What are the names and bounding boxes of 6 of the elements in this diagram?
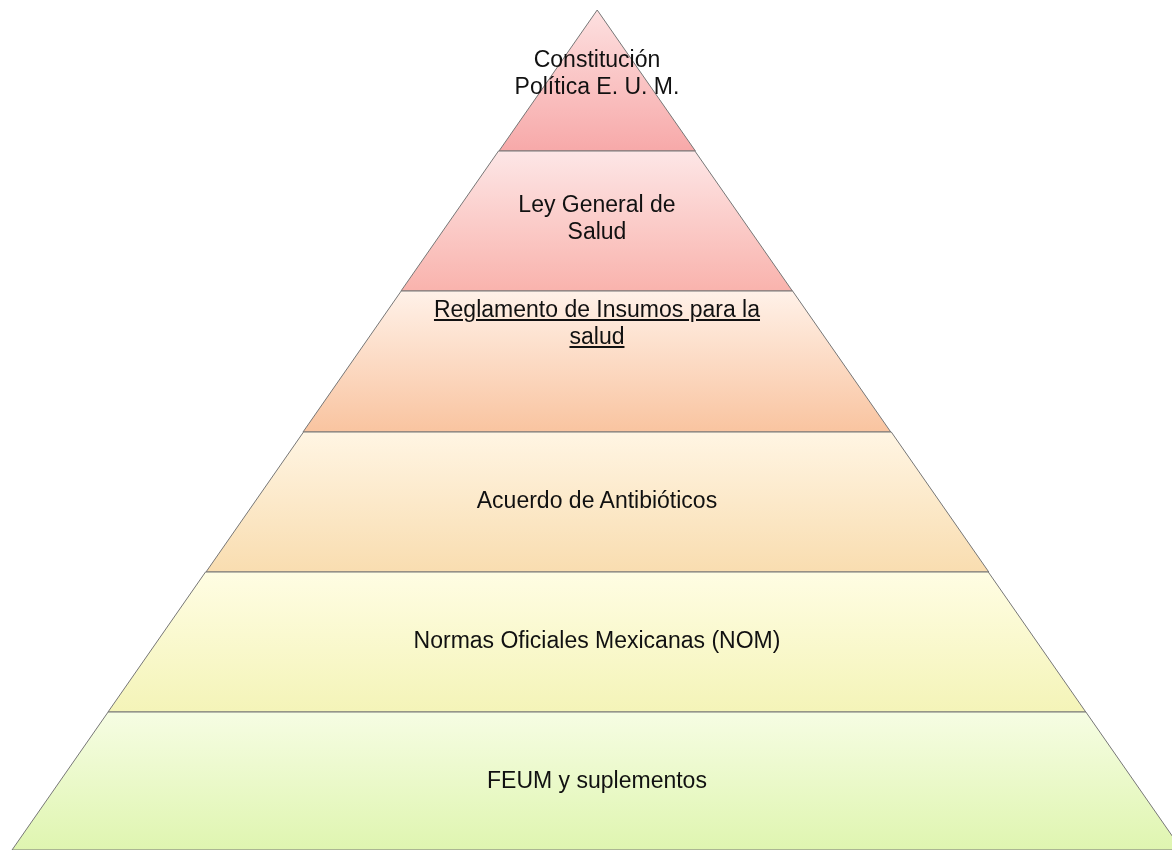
tier-label: Constitución Política E. U. M.	[513, 46, 681, 100]
tier-label: FEUM y suplementos	[486, 767, 708, 794]
tier-label: Normas Oficiales Mexicanas (NOM)	[412, 627, 782, 654]
tier-label: Reglamento de Insumos para la salud	[432, 296, 761, 350]
tier-label: Ley General de Salud	[517, 191, 677, 245]
tier-label: Acuerdo de Antibióticos	[475, 487, 719, 514]
